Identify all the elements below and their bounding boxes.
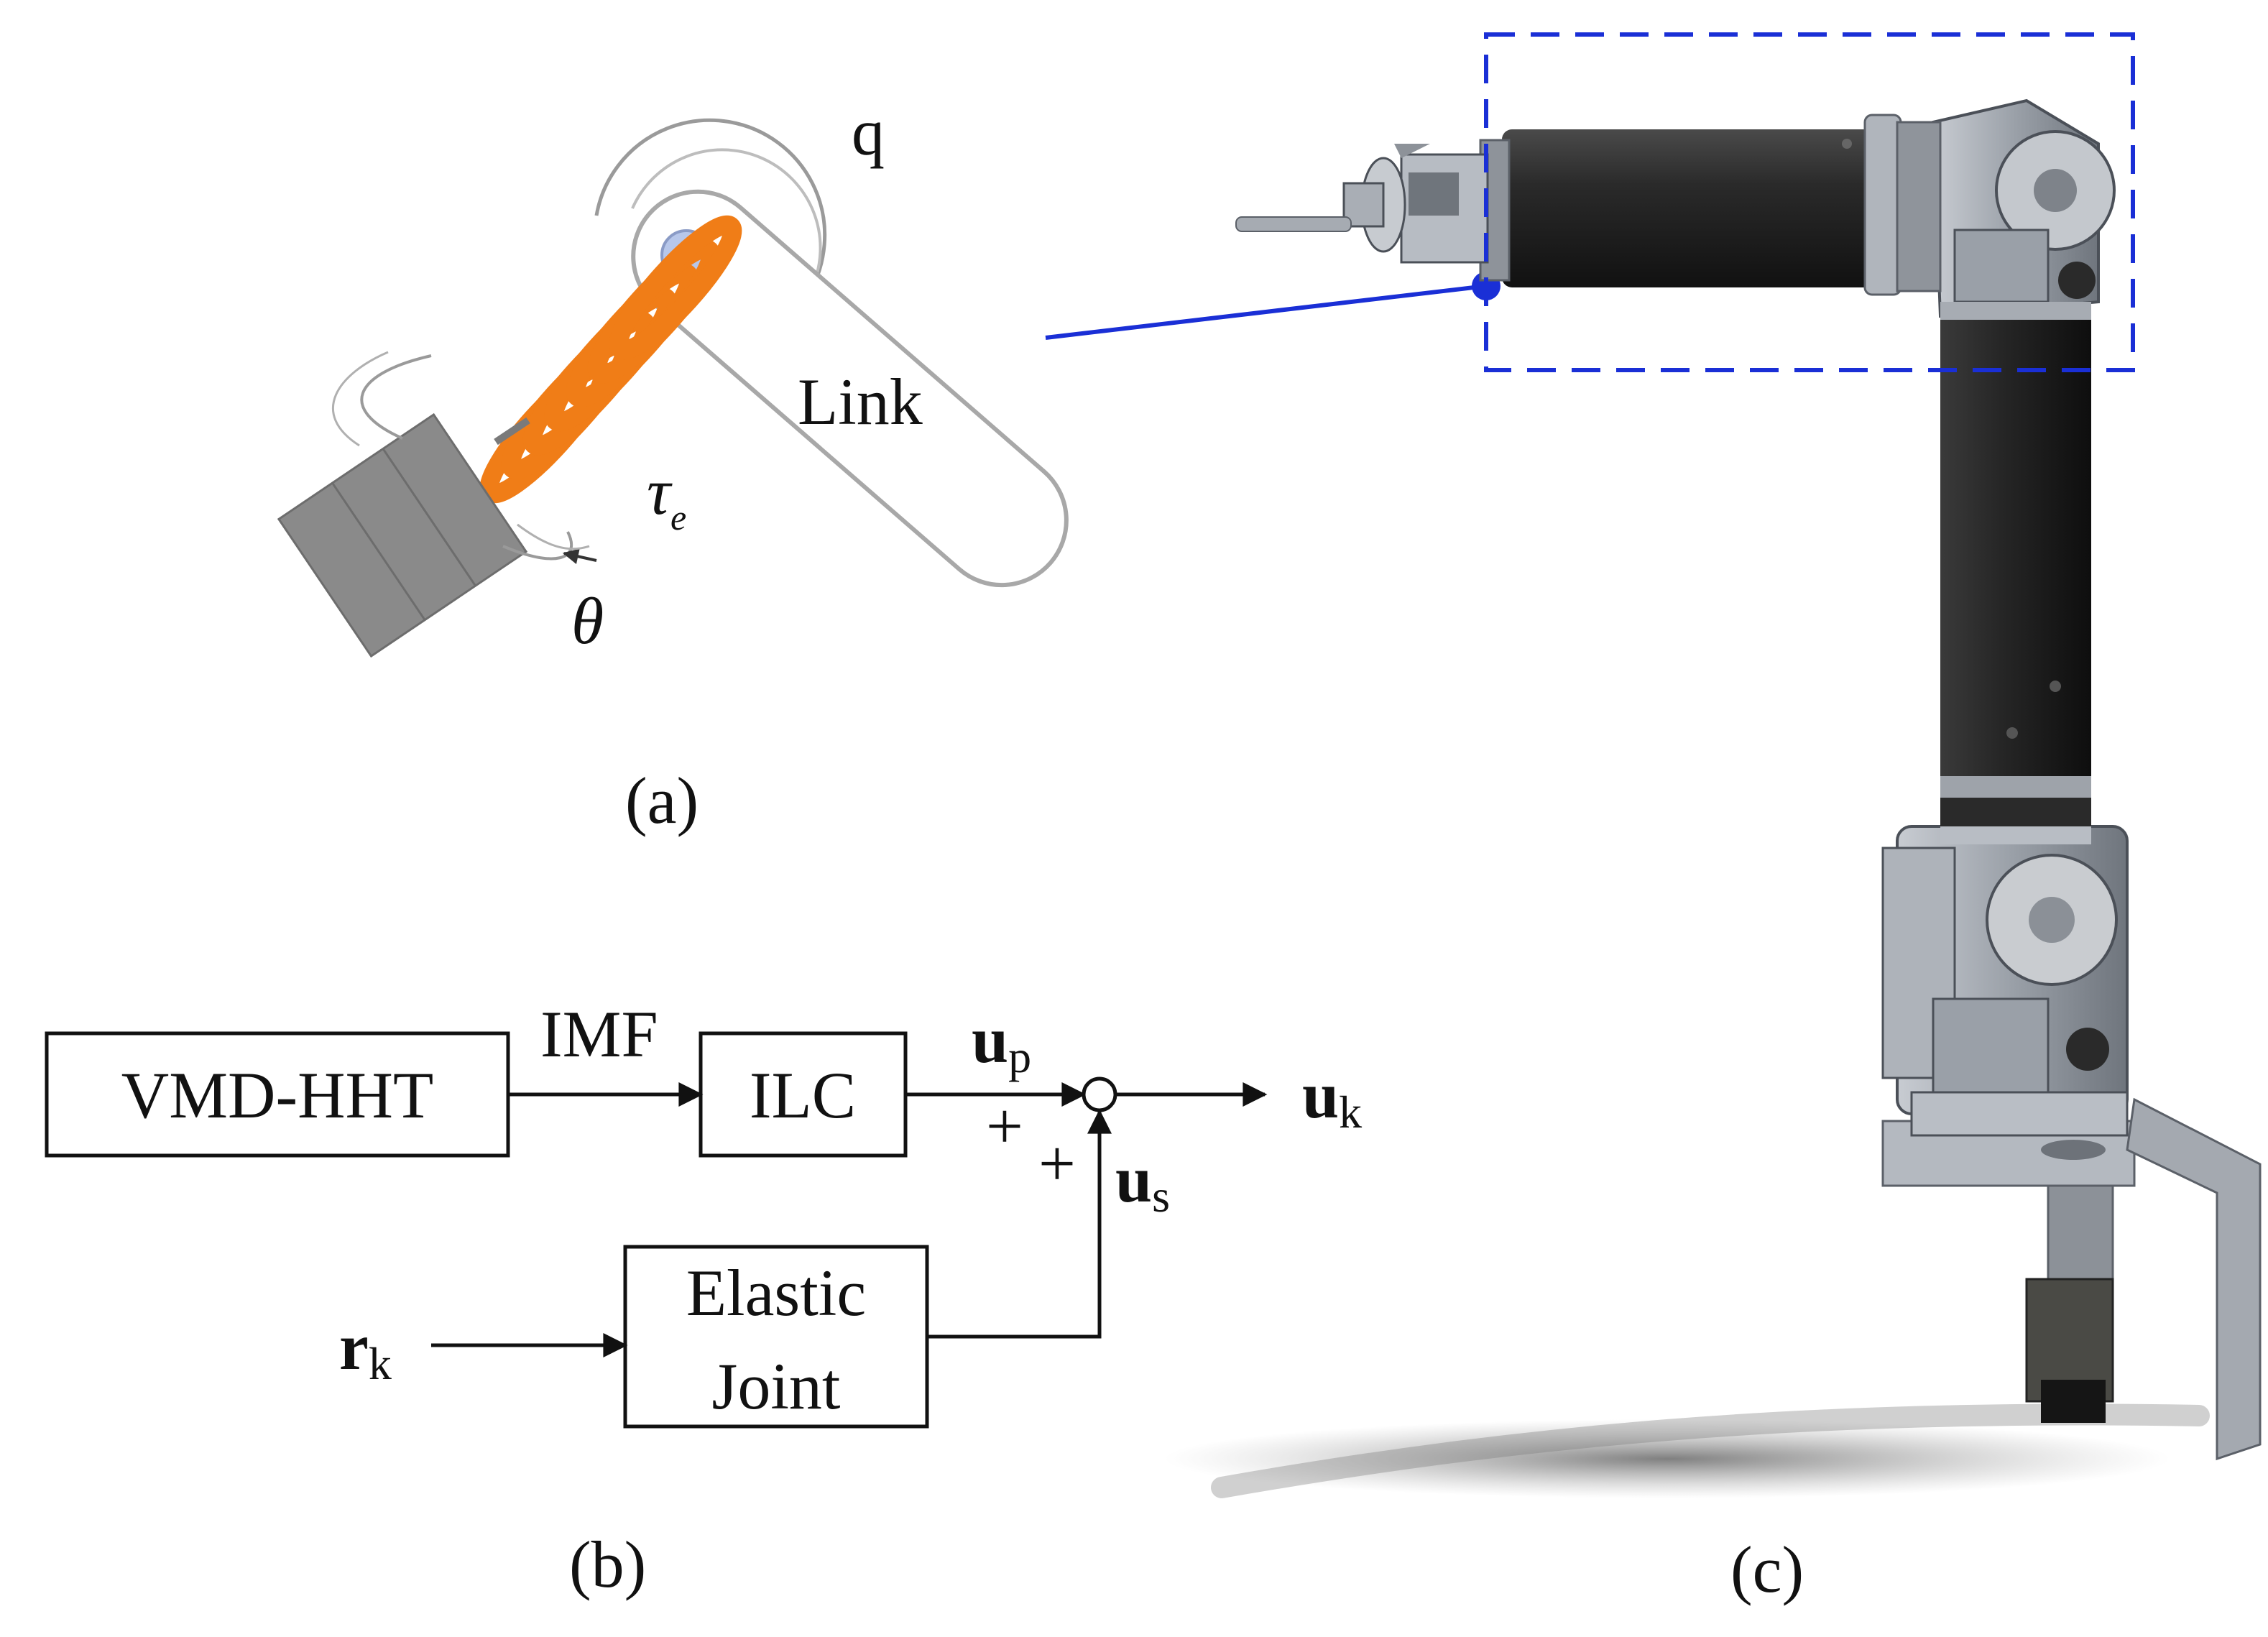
elastic-label-line2: Joint	[712, 1350, 841, 1423]
label-link: Link	[798, 365, 923, 438]
robot-arm-rendering: (c)	[1164, 32, 2262, 1606]
label-tau: τe	[647, 455, 686, 538]
control-block-diagram: VMD-HHT ILC Elastic Joint IMF up uk us r…	[45, 997, 1362, 1601]
spring-coil	[544, 287, 678, 432]
ilc-label: ILC	[750, 1059, 856, 1132]
arrow-elastic-to-sum	[927, 1109, 1112, 1339]
spring	[479, 215, 742, 504]
ground-shadow	[1164, 1419, 2170, 1498]
elbow-joint-housing	[1931, 98, 2116, 320]
plus-sign-1: +	[986, 1089, 1023, 1163]
plus-sign-2: +	[1038, 1127, 1076, 1200]
elastic-label-line1: Elastic	[686, 1256, 866, 1329]
spring-coil	[522, 311, 656, 456]
horizontal-link-tube	[1479, 114, 1942, 296]
vmd-hht-block	[45, 1031, 510, 1158]
base-mount	[1881, 1097, 2262, 1461]
q-inner-arc	[631, 148, 822, 288]
label-us: us	[1115, 1143, 1170, 1222]
connector-line	[1045, 284, 1487, 340]
label-imf: IMF	[540, 997, 658, 1071]
link-bar	[631, 189, 1069, 588]
spring-coil	[566, 263, 699, 407]
spring-coil	[609, 215, 742, 360]
summing-junction	[1082, 1076, 1117, 1112]
label-theta: θ	[571, 584, 604, 658]
caption-b: (b)	[569, 1528, 646, 1601]
label-q: q	[852, 96, 885, 169]
elastic-joint-block	[623, 1245, 929, 1429]
elastic-joint-schematic: q Link τe θ (a)	[277, 96, 1069, 837]
highlight-box	[1484, 32, 2135, 372]
theta-arrow-head	[562, 548, 597, 565]
label-up: up	[972, 1003, 1031, 1082]
caption-a: (a)	[625, 764, 699, 837]
vmd-hht-label: VMD-HHT	[121, 1059, 433, 1132]
motor-block	[277, 412, 528, 658]
caption-c: (c)	[1730, 1533, 1804, 1606]
vertical-link-tube	[1940, 309, 2091, 844]
label-uk: uk	[1302, 1059, 1362, 1138]
motor-shaft	[494, 417, 530, 446]
wrist-end-effector	[1235, 144, 1489, 264]
lower-joint-housing	[1881, 825, 2129, 1137]
ilc-block	[699, 1031, 908, 1158]
label-rk: rk	[339, 1310, 392, 1389]
theta-rotation-arrow	[360, 354, 573, 561]
